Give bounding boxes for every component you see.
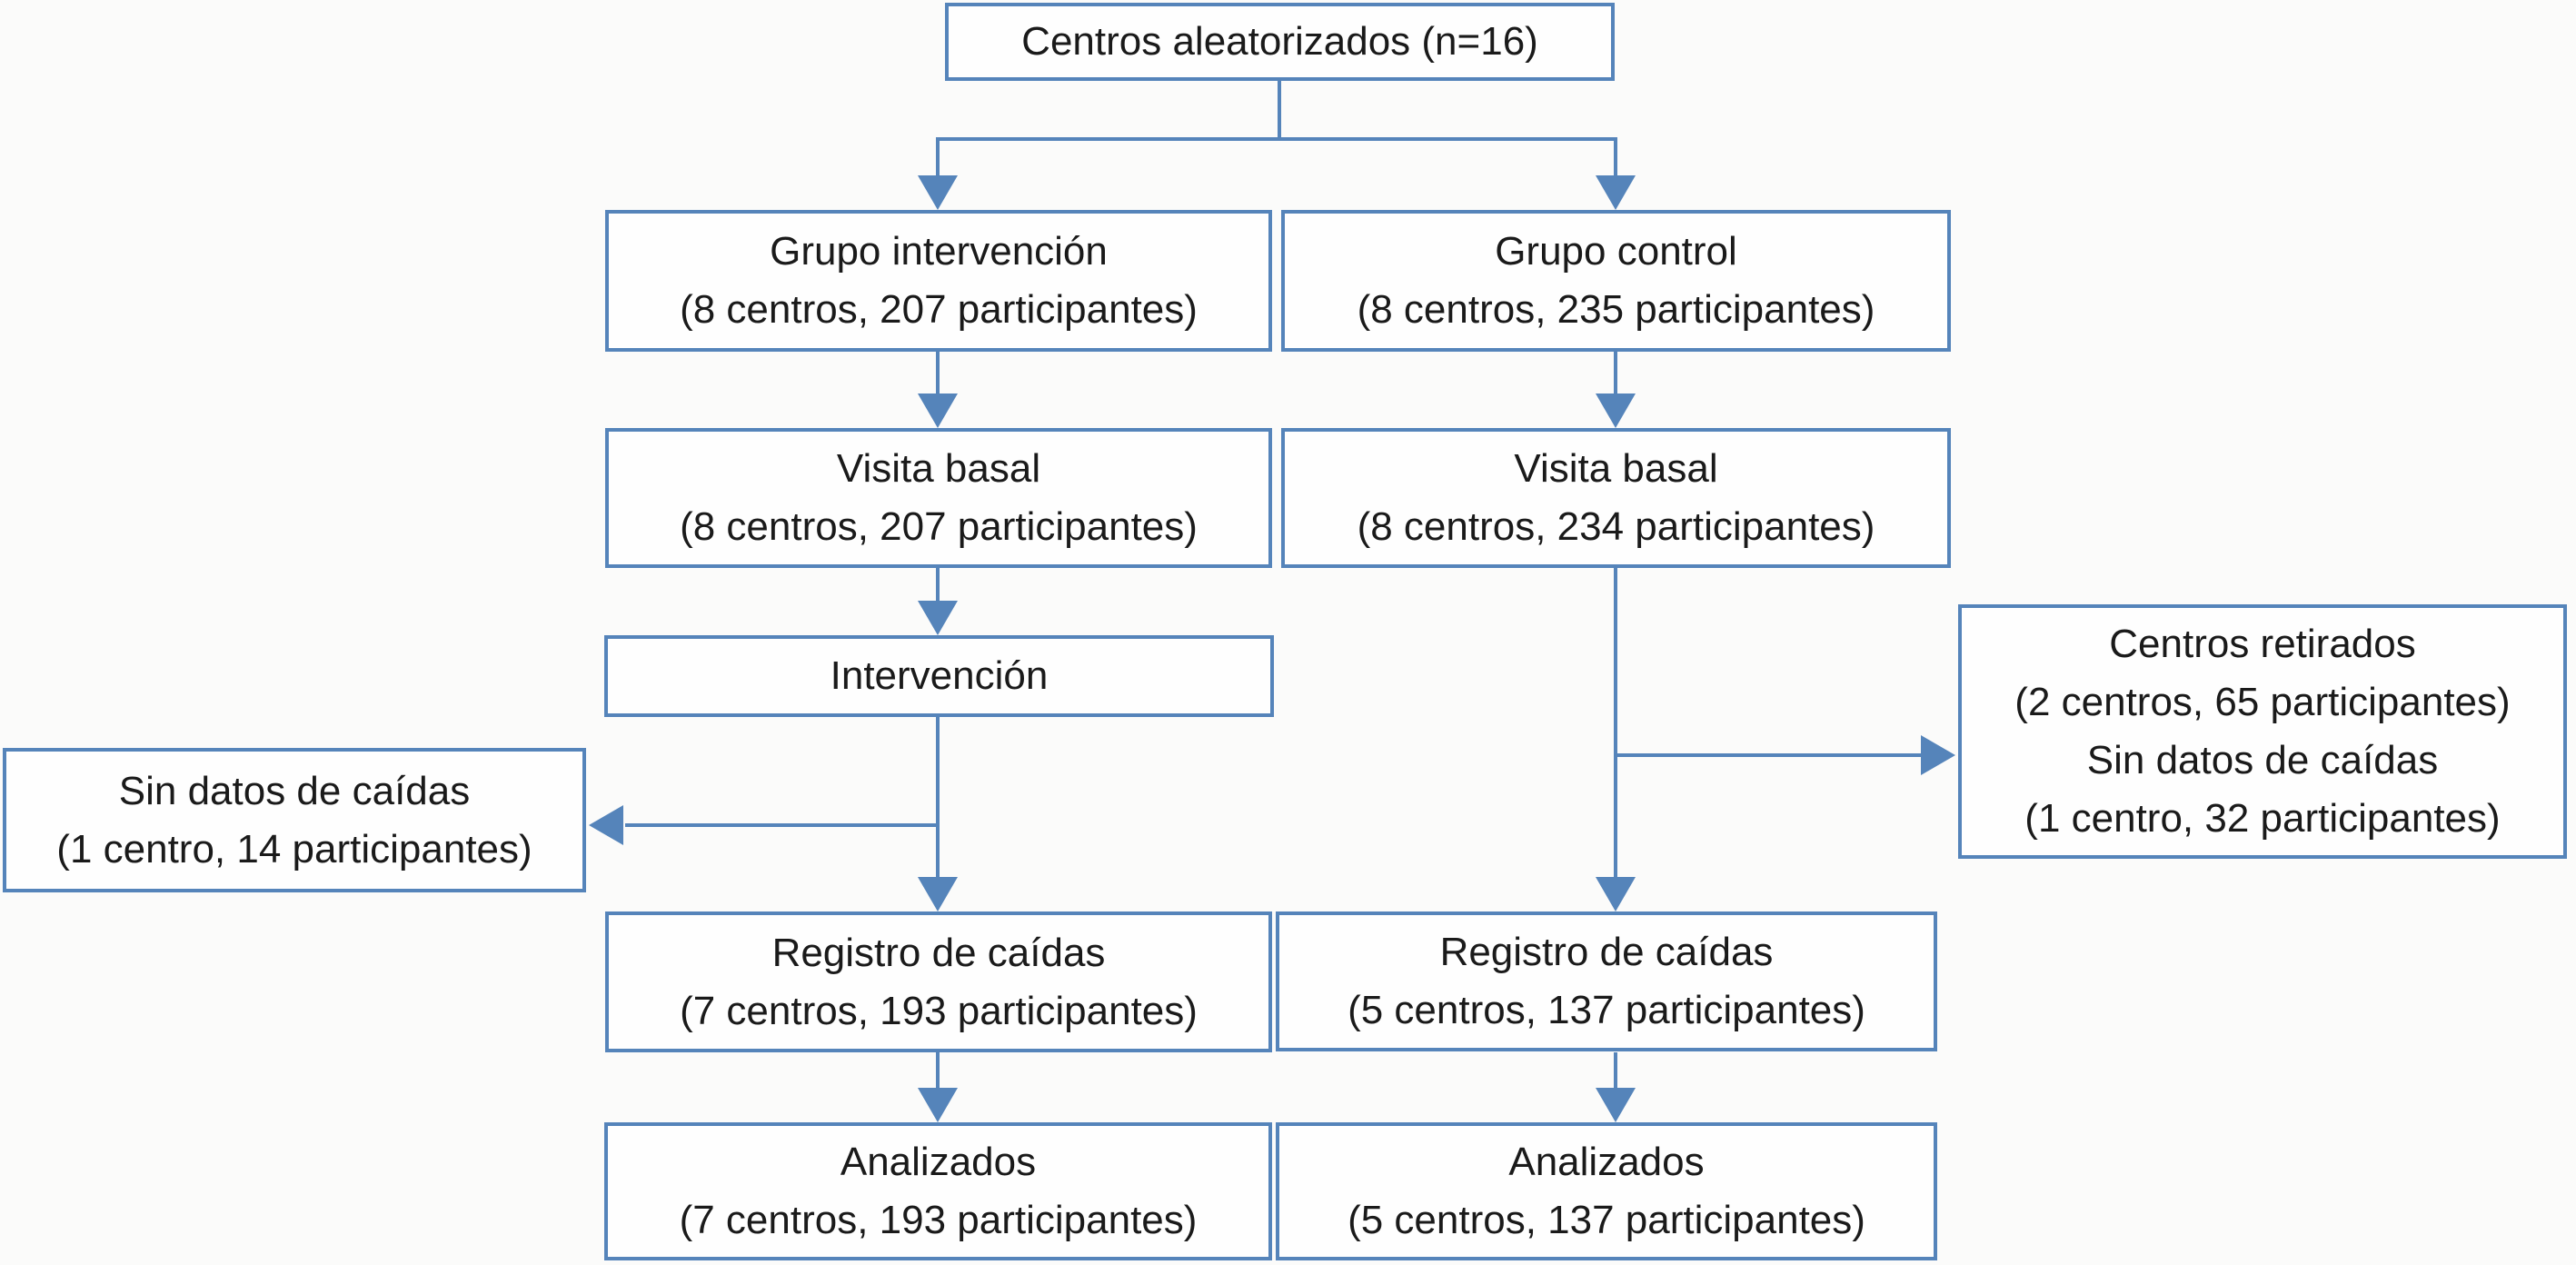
- box-text-line: (1 centro, 32 participantes): [2024, 796, 2501, 841]
- box-text-line: Visita basal: [836, 446, 1041, 491]
- box-analizados-control: Analizados (5 centros, 137 participantes…: [1276, 1122, 1937, 1260]
- box-centros-aleatorizados: Centros aleatorizados (n=16): [945, 3, 1615, 81]
- arrowhead-down-icon: [918, 393, 958, 428]
- box-text-line: (5 centros, 137 participantes): [1348, 988, 1865, 1032]
- arrowhead-down-icon: [918, 877, 958, 911]
- arrowhead-down-icon: [918, 601, 958, 635]
- box-text-line: Centros aleatorizados (n=16): [1021, 19, 1538, 64]
- box-visita-basal-control: Visita basal (8 centros, 234 participant…: [1281, 428, 1951, 568]
- box-text-line: Visita basal: [1514, 446, 1718, 491]
- arrowhead-down-icon: [1596, 393, 1636, 428]
- connector-randomized-stem: [1278, 80, 1281, 140]
- box-text-line: Sin datos de caídas: [118, 768, 471, 813]
- box-text-line: Analizados: [1508, 1140, 1705, 1184]
- connector-to-registry-intervention: [936, 717, 940, 879]
- box-text-line: (1 centro, 14 participantes): [56, 826, 532, 872]
- box-text-line: (7 centros, 193 participantes): [679, 1198, 1198, 1242]
- box-text-line: (8 centros, 207 participantes): [680, 504, 1198, 549]
- connector-to-registry-control: [1614, 568, 1617, 879]
- box-registro-caidas-control: Registro de caídas (5 centros, 137 parti…: [1276, 911, 1937, 1051]
- arrowhead-down-icon: [918, 175, 958, 210]
- connector-to-no-falls-data: [625, 823, 938, 827]
- box-text-line: Grupo intervención: [770, 229, 1108, 274]
- connector-to-intervention: [936, 568, 940, 603]
- box-text-line: (8 centros, 235 participantes): [1357, 287, 1875, 332]
- box-text-line: (8 centros, 234 participantes): [1357, 504, 1875, 549]
- box-text-line: (7 centros, 193 participantes): [680, 988, 1198, 1033]
- box-sin-datos-de-caidas: Sin datos de caídas (1 centro, 14 partic…: [3, 748, 586, 892]
- box-grupo-control: Grupo control (8 centros, 235 participan…: [1281, 210, 1951, 352]
- box-text-line: Centros retirados: [2109, 622, 2416, 666]
- connector-to-intervention-group: [936, 137, 940, 177]
- arrowhead-left-icon: [589, 805, 623, 845]
- box-text-line: (2 centros, 65 participantes): [2014, 680, 2511, 724]
- box-text-line: Registro de caídas: [771, 930, 1106, 975]
- connector-to-control-group: [1614, 137, 1617, 177]
- box-intervencion: Intervención: [604, 635, 1274, 717]
- box-registro-caidas-intervencion: Registro de caídas (7 centros, 193 parti…: [605, 911, 1272, 1052]
- box-analizados-intervencion: Analizados (7 centros, 193 participantes…: [604, 1122, 1272, 1260]
- connector-to-baseline-control: [1614, 352, 1617, 395]
- box-grupo-intervencion: Grupo intervención (8 centros, 207 parti…: [605, 210, 1272, 352]
- box-text-line: (8 centros, 207 participantes): [680, 287, 1198, 332]
- connector-to-analyzed-intervention: [936, 1052, 940, 1090]
- box-text-line: Analizados: [840, 1140, 1037, 1184]
- connector-randomized-branch: [936, 137, 1617, 141]
- arrowhead-down-icon: [1596, 1088, 1636, 1122]
- box-visita-basal-intervencion: Visita basal (8 centros, 207 participant…: [605, 428, 1272, 568]
- connector-to-withdrawn-centers: [1614, 753, 1923, 757]
- connector-to-baseline-intervention: [936, 352, 940, 395]
- arrowhead-down-icon: [1596, 175, 1636, 210]
- box-text-line: Sin datos de caídas: [2086, 738, 2439, 782]
- arrowhead-right-icon: [1921, 735, 1955, 775]
- arrowhead-down-icon: [918, 1088, 958, 1122]
- box-text-line: Registro de caídas: [1439, 930, 1774, 974]
- connector-to-analyzed-control: [1614, 1052, 1617, 1090]
- box-text-line: Intervención: [830, 653, 1049, 698]
- arrowhead-down-icon: [1596, 877, 1636, 911]
- box-text-line: (5 centros, 137 participantes): [1348, 1198, 1865, 1242]
- box-centros-retirados: Centros retirados (2 centros, 65 partici…: [1958, 604, 2567, 859]
- box-text-line: Grupo control: [1495, 229, 1737, 274]
